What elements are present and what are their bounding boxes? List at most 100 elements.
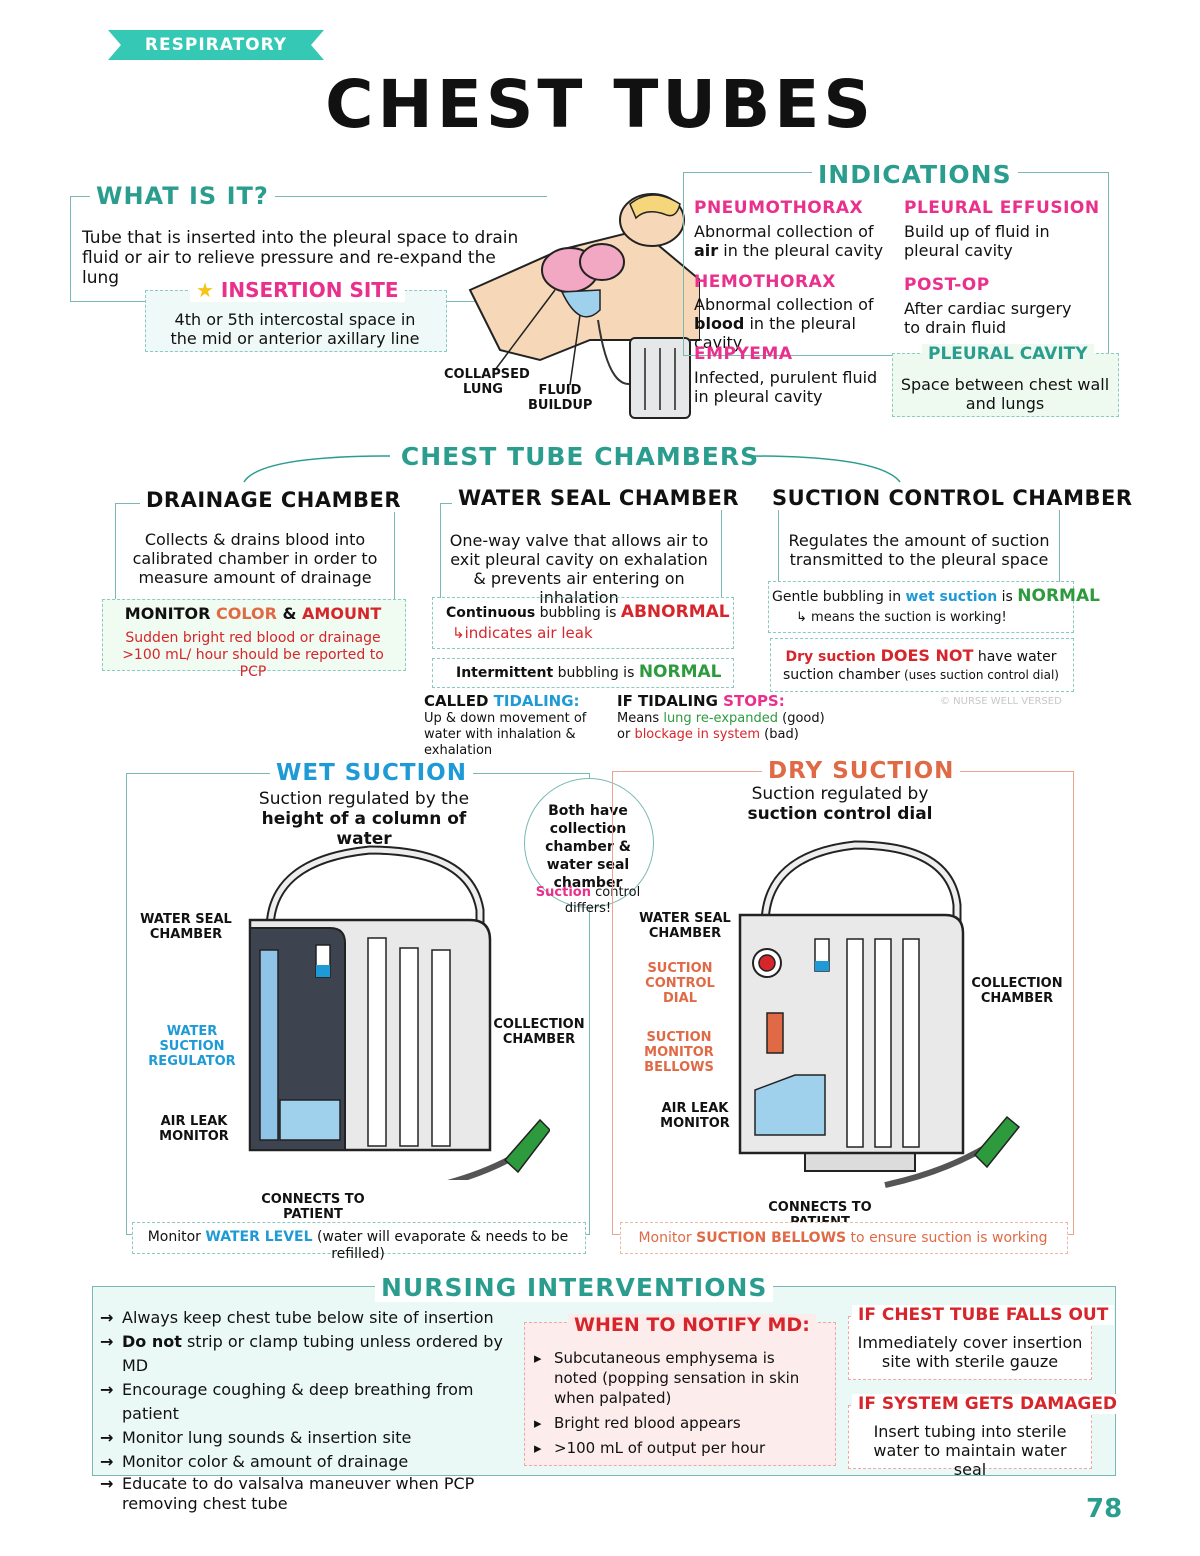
dry-connector: [973, 1115, 1021, 1169]
indication-hemothorax-title: HEMOTHORAX: [694, 272, 836, 292]
hemothorax-text-bold: blood: [694, 314, 745, 333]
wet-label-air-leak: AIR LEAK MONITOR: [159, 1114, 229, 1144]
dry-seal-water: [815, 961, 829, 971]
wet-monitor-text: Monitor WATER LEVEL (water will evaporat…: [132, 1229, 584, 1263]
stops-word: STOPS:: [723, 692, 785, 710]
nursing-item-text: Monitor lung sounds & insertion site: [122, 1428, 412, 1447]
gentle-blue: wet suction: [905, 589, 998, 605]
gentle-status: NORMAL: [1017, 586, 1100, 606]
indication-post-op-title: POST-OP: [904, 275, 990, 295]
suction-control-title: SUCTION CONTROL CHAMBER: [766, 486, 1139, 510]
monitor-pre: MONITOR: [124, 604, 217, 623]
tidaling-heading: CALLED TIDALING:: [424, 692, 580, 710]
insertion-site-text: 4th or 5th intercostal space in the mid …: [170, 310, 420, 348]
page-number: 78: [1086, 1494, 1123, 1524]
wet-collection-col-3: [431, 949, 451, 1147]
dry-suction-sub: Suction regulated by suction control dia…: [720, 784, 960, 824]
notify-md-item: >100 mL of output per hour: [532, 1438, 822, 1458]
wet-monitor-key: WATER LEVEL: [205, 1229, 313, 1245]
monitor-color: COLOR: [216, 604, 277, 623]
tidaling-stops-heading: IF TIDALING STOPS:: [617, 692, 785, 710]
both-have-bubble: [524, 778, 654, 908]
gentle-bubbling-box: [768, 581, 1074, 633]
drainage-text: Collects & drains blood into calibrated …: [132, 530, 378, 587]
wet-sub-bold: height of a column of water: [261, 809, 467, 849]
gentle-bubbling-line: Gentle bubbling in wet suction is NORMAL: [772, 588, 1100, 606]
nursing-item: Educate to do valsalva maneuver when PCP…: [100, 1474, 520, 1514]
page-title: CHEST TUBES: [325, 66, 875, 143]
dry-label-collection: COLLECTION CHAMBER: [971, 976, 1063, 1006]
indication-empyema-title: EMPYEMA: [694, 344, 793, 364]
wet-collection-col-1: [367, 937, 387, 1147]
damaged-heading: IF SYSTEM GETS DAMAGED: [852, 1394, 1124, 1414]
what-is-it-heading: WHAT IS IT?: [90, 182, 275, 210]
lung-right: [579, 243, 625, 281]
curved-arrow-icon: ↳: [796, 610, 807, 625]
stops-line1-post: (good): [777, 711, 825, 726]
notify-md-item: Bright red blood appears: [532, 1413, 822, 1433]
notify-md-list: Subcutaneous emphysema is noted (popping…: [532, 1348, 822, 1463]
stops-line1-green: lung re-expanded: [663, 711, 778, 726]
nursing-item: Always keep chest tube below site of ins…: [100, 1306, 520, 1330]
intermittent-bold: Intermittent: [456, 665, 554, 681]
air-leak-line: ↳indicates air leak: [452, 624, 593, 642]
gentle-pre: Gentle bubbling in: [772, 589, 906, 605]
wet-suction-unit: [248, 845, 550, 1180]
intermittent-status: NORMAL: [638, 662, 722, 682]
nursing-item-text: strip or clamp tubing unless ordered by …: [122, 1332, 503, 1375]
indication-pleural-effusion-title: PLEURAL EFFUSION: [904, 198, 1100, 218]
drainage-monitor-box: [102, 599, 406, 671]
hemothorax-text-pre: Abnormal collection of: [694, 295, 874, 314]
dry-suction-note-box: [770, 638, 1074, 692]
indication-pneumothorax-text: Abnormal collection of air in the pleura…: [694, 222, 894, 260]
dry-suction-heading: DRY SUCTION: [762, 758, 961, 784]
collapsed-lung-pointer: [494, 289, 556, 371]
category-banner: RESPIRATORY: [108, 30, 324, 60]
wet-monitor-post: (water will evaporate & needs to be refi…: [312, 1229, 569, 1262]
dry-line2: suction chamber: [783, 667, 901, 683]
intermittent-bubbling-line: Intermittent bubbling is NORMAL: [456, 664, 722, 682]
gentle-bubbling-sub: ↳ means the suction is working!: [796, 610, 1007, 626]
tidaling-word: TIDALING:: [493, 692, 580, 710]
air-leak-text: indicates air leak: [464, 624, 593, 642]
pneumothorax-text-bold: air: [694, 241, 719, 260]
hemothorax-text-post: in the pleural cavity: [694, 314, 856, 352]
water-seal-text: One-way valve that allows air to exit pl…: [449, 531, 709, 607]
chambers-heading: CHEST TUBE CHAMBERS: [400, 442, 760, 471]
wet-suction-sub: Suction regulated by the height of a col…: [232, 789, 496, 849]
stops-line2-red: blockage in system: [634, 727, 761, 742]
dry-monitor-key: SUCTION BELLOWS: [696, 1230, 847, 1246]
pleural-cavity-text: Space between chest wall and lungs: [900, 375, 1110, 413]
indication-pleural-effusion-text: Build up of fluid in pleural cavity: [904, 222, 1050, 260]
continuous-status: ABNORMAL: [620, 602, 730, 622]
fluid-buildup-pointer: [569, 314, 581, 386]
dry-air-leak-monitor: [754, 1074, 826, 1136]
drainage-monitor-heading: MONITOR COLOR & AMOUNT: [102, 604, 404, 623]
both-have-suction: Suction: [535, 885, 591, 900]
nursing-item-text: Educate to do valsalva maneuver when PCP…: [122, 1474, 475, 1513]
dry-suction-note-line2: suction chamber (uses suction control di…: [770, 667, 1072, 684]
nursing-item: Do not strip or clamp tubing unless orde…: [100, 1330, 520, 1378]
wet-handle: [265, 845, 485, 931]
monitor-amount: AMOUNT: [302, 604, 382, 623]
wet-seal-water: [316, 965, 330, 977]
gentle-sub-text: means the suction is working!: [811, 610, 1007, 625]
both-have-suction-line: Suction control differs!: [514, 885, 662, 917]
pneumothorax-text-pre: Abnormal collection of: [694, 222, 874, 241]
drainage-title: DRAINAGE CHAMBER: [140, 488, 408, 512]
dry-bellows: [766, 1012, 784, 1054]
dry-label-water-seal: WATER SEAL CHAMBER: [639, 911, 731, 941]
stops-line1-pre: Means: [617, 711, 664, 726]
patient-hair: [629, 194, 681, 220]
nursing-item: Encourage coughing & deep breathing from…: [100, 1378, 520, 1426]
wet-sub-pre: Suction regulated by the: [258, 789, 470, 809]
notify-md-item: Subcutaneous emphysema is noted (popping…: [532, 1348, 822, 1408]
dry-monitor-box: [620, 1222, 1068, 1254]
stops-line2-pre: or: [617, 727, 635, 742]
falls-out-text: Immediately cover insertion site with st…: [857, 1333, 1083, 1371]
wet-label-collection: COLLECTION CHAMBER: [493, 1017, 585, 1047]
nursing-item-text: Encourage coughing & deep breathing from…: [122, 1380, 474, 1423]
falls-out-heading: IF CHEST TUBE FALLS OUT: [852, 1305, 1115, 1325]
wet-collection-col-2: [399, 947, 419, 1147]
nursing-item: Monitor lung sounds & insertion site: [100, 1426, 520, 1450]
